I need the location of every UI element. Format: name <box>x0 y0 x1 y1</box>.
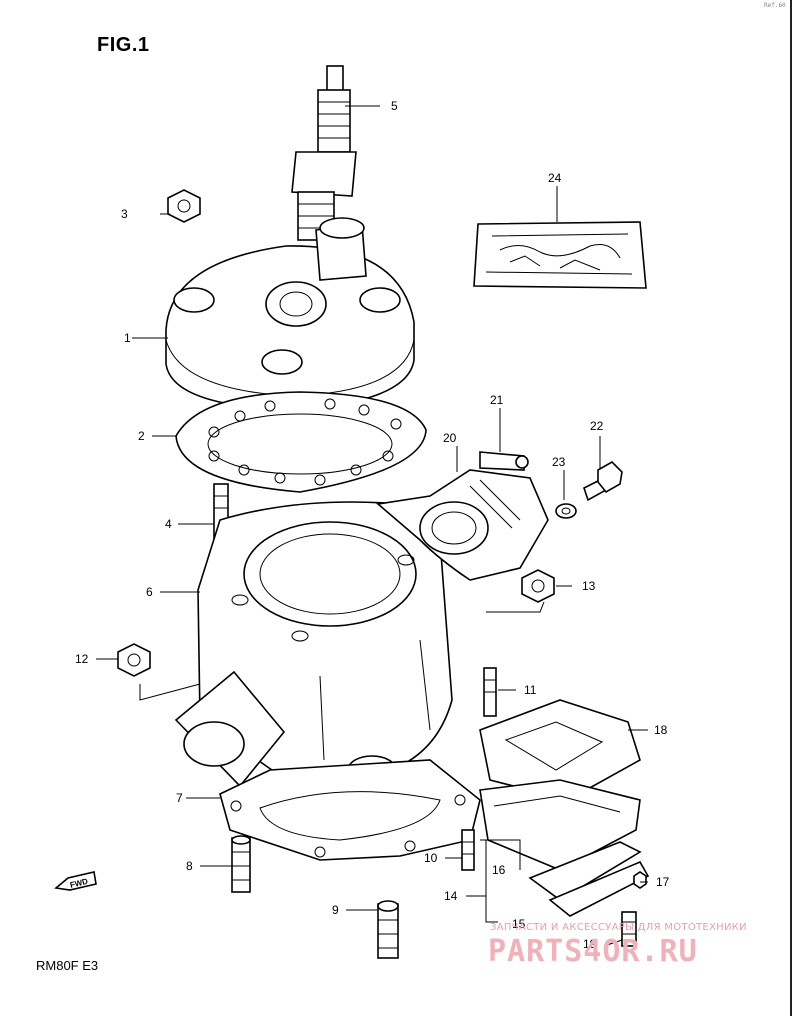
part-6-cylinder[interactable] <box>174 501 453 788</box>
callout-5[interactable]: 5 <box>391 99 398 113</box>
callout-8[interactable]: 8 <box>186 859 193 873</box>
callout-labels: 1 2 3 4 5 6 7 8 9 10 11 12 13 14 15 16 1… <box>75 99 670 951</box>
callout-17[interactable]: 17 <box>656 875 670 889</box>
callout-11[interactable]: 11 <box>524 683 537 697</box>
callout-7[interactable]: 7 <box>176 791 183 805</box>
watermark-logo: PARTS4OR.RU <box>488 934 698 969</box>
callout-4[interactable]: 4 <box>165 517 172 531</box>
part-12-nut[interactable] <box>117 643 151 677</box>
callout-23[interactable]: 23 <box>552 455 566 469</box>
callout-10[interactable]: 10 <box>424 851 438 865</box>
callout-16[interactable]: 16 <box>492 863 506 877</box>
callout-20[interactable]: 20 <box>443 431 457 445</box>
part-9-stud[interactable] <box>377 900 399 959</box>
part-8-stud[interactable] <box>231 835 251 893</box>
part-20-intake-pipe[interactable] <box>376 469 549 581</box>
callout-2[interactable]: 2 <box>138 429 145 443</box>
figure-title: FIG.1 <box>97 34 150 56</box>
callout-19[interactable]: 19 <box>583 937 597 951</box>
corner-code: Ref.60 <box>764 2 786 9</box>
callout-22[interactable]: 22 <box>590 419 604 433</box>
callout-24[interactable]: 24 <box>548 171 562 185</box>
fwd-label: FWD <box>69 877 89 890</box>
fwd-arrow-icon: FWD <box>54 871 97 891</box>
callout-21[interactable]: 21 <box>490 393 504 407</box>
model-label: RM80F E3 <box>36 958 99 973</box>
part-2-head-gasket[interactable] <box>175 391 427 493</box>
callout-9[interactable]: 9 <box>332 903 339 917</box>
part-10-stud[interactable] <box>461 829 475 871</box>
part-24-gasket-set[interactable] <box>473 221 647 289</box>
part-22-bolt[interactable] <box>583 461 623 502</box>
page-border <box>790 0 792 1016</box>
watermark-text: ЗАПЧАСТИ И АКСЕССУАРЫ ДЛЯ МОТОТЕХНИКИ <box>490 922 747 933</box>
callout-15[interactable]: 15 <box>512 917 526 931</box>
part-1-cylinder-head[interactable] <box>165 217 415 411</box>
part-18-reed-gasket[interactable] <box>479 699 641 801</box>
part-3-nut[interactable] <box>167 189 201 223</box>
callout-6[interactable]: 6 <box>146 585 153 599</box>
callout-3[interactable]: 3 <box>121 207 128 221</box>
part-23-washer[interactable] <box>555 503 577 519</box>
part-5-spark-plug[interactable] <box>291 65 357 241</box>
callout-12[interactable]: 12 <box>75 652 89 666</box>
callout-1[interactable]: 1 <box>124 331 131 345</box>
part-11-stud[interactable] <box>483 667 497 717</box>
leader-lines <box>96 105 648 947</box>
part-7-base-gasket[interactable] <box>219 759 481 861</box>
part-15-reed-petal[interactable] <box>528 841 650 917</box>
part-17-screw[interactable] <box>633 871 647 889</box>
callout-18[interactable]: 18 <box>654 723 668 737</box>
part-19-stud[interactable] <box>621 911 637 947</box>
callout-14[interactable]: 14 <box>444 889 458 903</box>
part-21-clamp[interactable] <box>479 451 529 471</box>
part-13-nut[interactable] <box>521 569 555 603</box>
callout-13[interactable]: 13 <box>582 579 596 593</box>
